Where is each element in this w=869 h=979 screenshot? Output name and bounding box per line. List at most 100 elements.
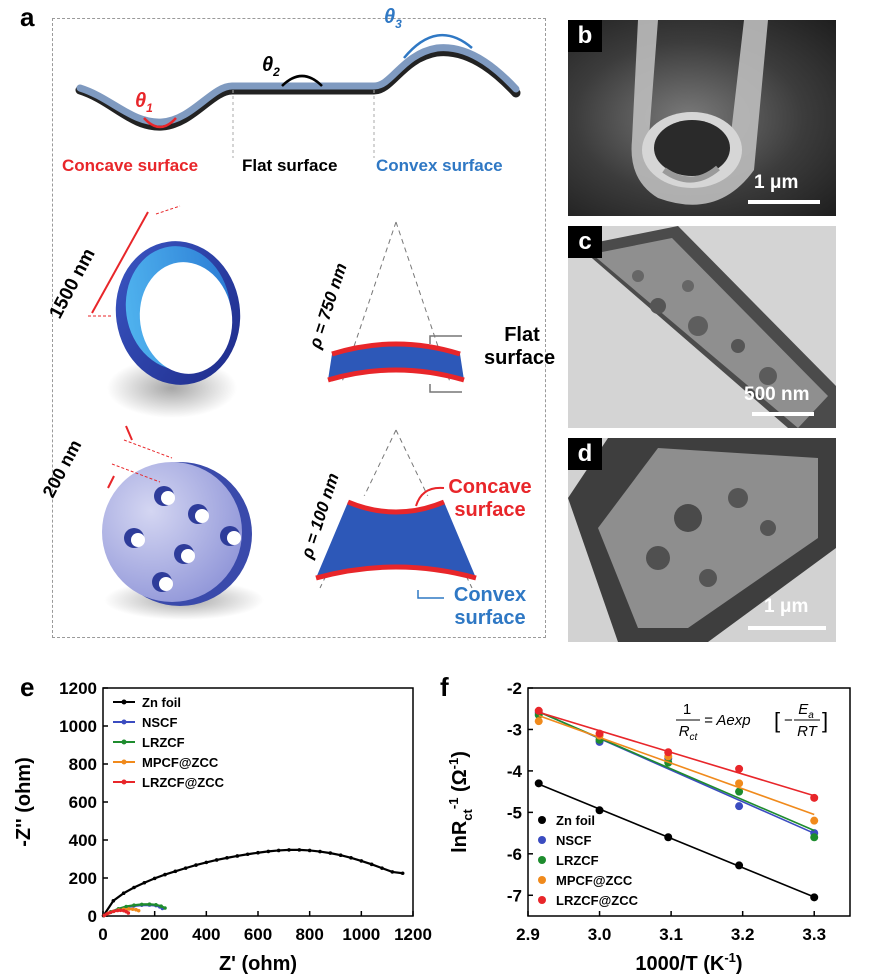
arrhenius-point [735,764,744,773]
tem-image-d: d 1 μm [568,438,836,642]
arrhenius-legend-label: Zn foil [556,813,595,828]
nyquist-point [369,862,374,867]
arrhenius-y-tick-label: -4 [507,762,523,781]
arrhenius-point [810,893,819,902]
arrhenius-x-tick-label: 3.2 [731,925,755,944]
nyquist-point [147,902,152,907]
arrhenius-point [735,779,744,788]
svg-text:Ea: Ea [798,701,814,721]
panel-label-f: f [440,672,449,702]
nyquist-legend-label: MPCF@ZCC [142,755,219,770]
nyquist-x-tick-label: 1000 [342,925,380,944]
theta3-label: θ3 [384,6,402,31]
scale-text-d: 1 μm [764,596,809,617]
arrhenius-point [595,806,604,815]
nyquist-point [400,871,405,876]
arrhenius-y-tick-label: -6 [507,845,522,864]
ring-dim-arrow [91,211,149,314]
svg-text:1: 1 [683,701,691,718]
sector-large-edge-right [395,221,451,383]
arrhenius-point [534,779,543,788]
arrhenius-legend-swatch [538,876,546,884]
arrhenius-legend-swatch [538,896,546,904]
arrhenius-point [595,729,604,738]
scale-text-c: 500 nm [744,384,810,405]
nyquist-point [163,906,167,910]
disk-face [102,462,242,602]
arrhenius-point [735,861,744,870]
arrhenius-point [664,833,673,842]
nyquist-point [204,860,209,865]
arrhenius-y-label: lnRct-1 (Ω-1) [446,751,475,853]
nyquist-y-tick-label: 600 [69,793,97,812]
nyquist-point [139,902,144,907]
nyquist-point [159,904,163,908]
nyquist-point [152,876,157,881]
panel-label-b: b [568,20,602,52]
nyquist-point [163,872,167,877]
nyquist-point [390,870,395,874]
nyquist-point [318,849,322,854]
arrhenius-point [735,802,744,811]
nyquist-point [349,856,353,860]
nyquist-point [127,907,131,911]
ring-hole [139,262,233,374]
arrhenius-x-tick-label: 3.3 [802,925,826,944]
theta2-label: θ2 [262,54,280,79]
arrhenius-x-tick-label: 3.0 [588,925,612,944]
nyquist-point [307,848,312,853]
concave-surface-label: Concave surface [62,156,199,175]
svg-text:= Aexp: = Aexp [704,712,751,729]
nyquist-point [266,849,271,854]
nyquist-point [154,902,158,907]
nyquist-y-tick-label: 1200 [59,679,97,698]
nyquist-point [276,848,281,853]
arrhenius-fit-line [538,783,815,898]
nyquist-point [118,908,123,913]
nyquist-x-tick-label: 200 [140,925,168,944]
nyquist-x-tick-label: 600 [244,925,272,944]
nyquist-point [111,899,116,903]
arrhenius-y-tick-label: -2 [507,679,522,698]
nyquist-x-tick-label: 800 [295,925,323,944]
concave-pointer [415,486,445,507]
nyquist-point [124,904,129,909]
nyquist-y-tick-label: 400 [69,831,97,850]
theta2-arc [281,74,323,87]
pore-dim-line-1 [123,439,173,459]
schematic-frame [52,18,546,638]
nyquist-x-label: Z' (ohm) [219,953,297,975]
arrhenius-legend-swatch [538,836,546,844]
nyquist-point [297,848,302,852]
nyquist-point [105,912,109,916]
nyquist-point [136,908,141,913]
arrhenius-legend-label: LRZCF@ZCC [556,893,639,908]
svg-text:Rct: Rct [679,723,699,743]
arrhenius-legend-label: MPCF@ZCC [556,873,633,888]
nyquist-point [142,880,147,885]
nyquist-point [194,863,198,867]
svg-text:]: ] [822,708,828,733]
arrhenius-legend-label: NSCF [556,833,591,848]
arrhenius-y-tick-label: -7 [507,886,522,905]
theta3-arc [403,33,473,59]
nyquist-point [121,891,126,895]
arrhenius-y-tick-label: -5 [507,803,522,822]
arrhenius-equation: 1 Rct = Aexp [ − Ea RT ] [676,701,828,743]
nyquist-point [338,853,343,857]
arrhenius-legend-swatch [538,816,546,824]
nyquist-point [256,850,260,855]
nyquist-y-tick-label: 800 [69,755,97,774]
flat-pointer-top [429,335,462,344]
nyquist-legend-label: Zn foil [142,695,181,710]
nyquist-point [359,859,364,863]
nyquist-point [173,869,178,874]
arrhenius-legend-swatch [538,856,546,864]
svg-text:RT: RT [797,723,819,740]
nyquist-point [214,858,219,862]
nyquist-legend-label: NSCF [142,715,177,730]
